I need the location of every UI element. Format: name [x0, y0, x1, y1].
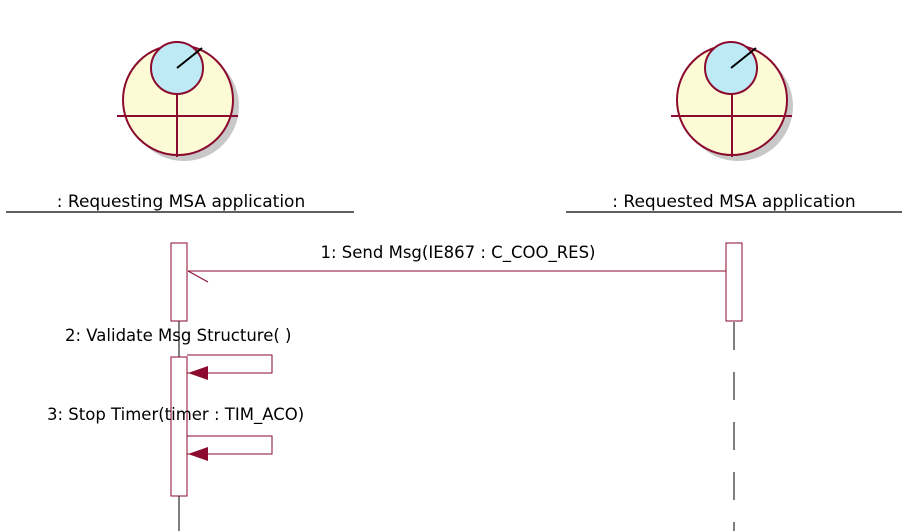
activation-bar[interactable]: [170, 356, 188, 497]
lifeline-requesting[interactable]: : Requesting MSA application: [6, 41, 354, 531]
message-label: 2: Validate Msg Structure( ): [65, 326, 291, 345]
lifeline-requested[interactable]: : Requested MSA application: [566, 41, 902, 531]
activation-bar[interactable]: [170, 242, 188, 322]
actor-boundary-icon: [671, 41, 793, 161]
activation-bar[interactable]: [725, 242, 743, 322]
actor-boundary-icon: [117, 41, 239, 161]
message-label: 1: Send Msg(IE867 : C_COO_RES): [321, 243, 596, 263]
self-call-path: [187, 354, 273, 374]
arrowhead: [188, 366, 208, 380]
lifeline-label-requested: : Requested MSA application: [612, 192, 855, 212]
arrowhead: [188, 447, 208, 461]
lifeline-label-requesting: : Requesting MSA application: [57, 192, 305, 212]
message-label: 3: Stop Timer(timer : TIM_ACO): [47, 405, 304, 425]
half-arrowhead: [187, 270, 209, 283]
message-3[interactable]: 3: Stop Timer(timer : TIM_ACO): [47, 405, 304, 461]
message-1[interactable]: 1: Send Msg(IE867 : C_COO_RES): [187, 243, 726, 283]
self-call-path: [187, 435, 273, 455]
clock-hand: [176, 47, 203, 69]
clock-hand: [730, 47, 757, 69]
message-2[interactable]: 2: Validate Msg Structure( ): [65, 326, 291, 380]
